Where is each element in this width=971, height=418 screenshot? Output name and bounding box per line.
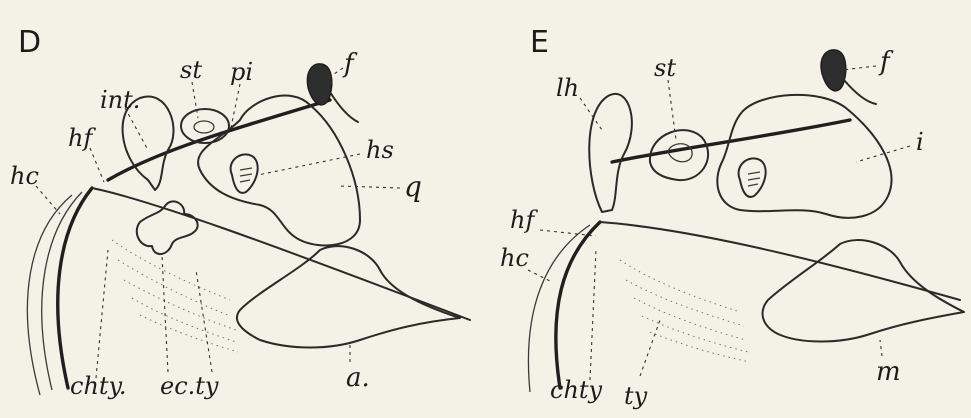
panel-d-hs-hatch xyxy=(240,168,252,182)
panel-d: D xyxy=(10,25,470,400)
panel-d-stapes-inner xyxy=(194,121,214,133)
panel-e-lh-lobe xyxy=(589,94,632,212)
panel-e-i-lobe xyxy=(717,95,891,218)
panel-d-label-int: int. xyxy=(100,86,140,114)
panel-d-f-blob xyxy=(307,64,332,105)
panel-d-letter: D xyxy=(18,25,41,60)
panel-e-label-ty: ty xyxy=(624,382,648,410)
panel-d-label-pi: pi xyxy=(230,58,253,86)
panel-d-label-hf: hf xyxy=(68,124,96,152)
panel-e-tympanic-dots xyxy=(620,260,750,362)
panel-e-label-chty: chty xyxy=(550,376,603,404)
panel-e-stapes xyxy=(650,130,708,180)
panel-d-leader-ecty xyxy=(162,256,168,372)
panel-d-leader-ty xyxy=(196,270,212,372)
panel-d-label-a: a. xyxy=(346,363,370,393)
panel-e-letter: E xyxy=(530,25,549,60)
panel-d-f-tail xyxy=(330,92,358,122)
panel-d-label-chty: chty. xyxy=(70,372,127,400)
panel-d-leader-hc xyxy=(36,186,60,214)
panel-e-upper-bar xyxy=(612,120,850,162)
panel-d-hc-line-outer xyxy=(27,195,72,395)
panel-d-leader-hf xyxy=(90,148,104,182)
panel-e-label-i: i xyxy=(916,128,924,156)
panel-e-f-tail xyxy=(844,80,876,104)
panel-d-quadrate xyxy=(198,96,360,246)
panel-d-label-ecty: ec.ty xyxy=(160,372,219,400)
panel-d-leader-int xyxy=(125,108,148,150)
panel-d-tympanic-dots xyxy=(112,240,238,352)
panel-e-hyoid-cartilage xyxy=(556,222,600,388)
panel-e: E lh st xyxy=(500,25,964,410)
panel-d-label-f: f xyxy=(342,49,358,79)
panel-e-label-hf: hf xyxy=(510,206,538,234)
panel-e-leader-ty xyxy=(640,320,660,376)
panel-d-lower-bar xyxy=(92,188,470,320)
panel-e-hs-hatch xyxy=(748,172,760,186)
panel-d-label-hc: hc xyxy=(10,162,39,190)
panel-e-label-m: m xyxy=(876,357,901,387)
panel-e-leader-chty xyxy=(590,250,596,380)
panel-e-f-blob xyxy=(821,50,846,91)
panel-d-label-st: st xyxy=(180,56,202,84)
panel-e-label-f: f xyxy=(878,47,894,77)
panel-e-label-lh: lh xyxy=(556,74,579,102)
panel-d-articular xyxy=(237,246,460,347)
panel-e-hs xyxy=(739,158,766,196)
panel-d-leader-chty xyxy=(96,250,108,378)
panel-d-label-q: q xyxy=(404,170,422,203)
panel-d-leader-hs xyxy=(258,154,360,175)
panel-d-hs xyxy=(231,154,258,192)
panel-e-leader-f xyxy=(842,66,876,70)
panel-d-leader-st xyxy=(192,82,198,118)
panel-d-label-hs: hs xyxy=(366,136,394,164)
panel-d-leader-q xyxy=(340,186,400,188)
panel-e-lower-bar xyxy=(600,222,960,300)
panel-e-label-st: st xyxy=(654,54,676,82)
panel-e-label-hc: hc xyxy=(500,244,529,272)
panel-e-leader-m xyxy=(880,340,882,356)
